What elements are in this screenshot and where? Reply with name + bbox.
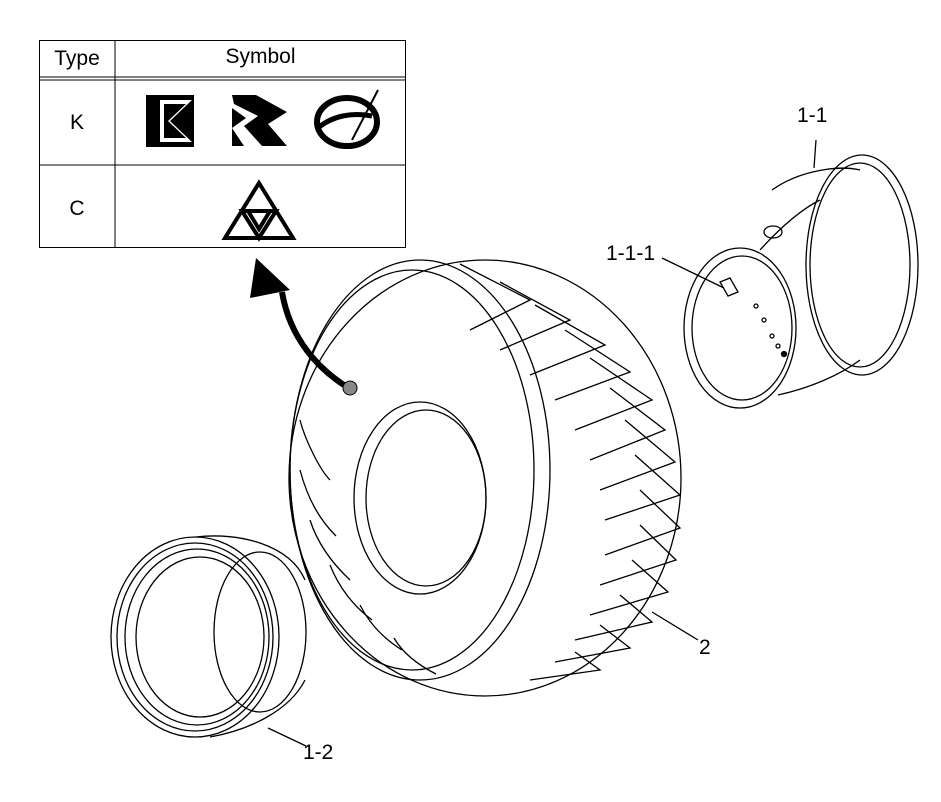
tire-drawing (288, 259, 699, 697)
table-header-type: Type (54, 47, 100, 70)
triforce-triangle-icon (221, 179, 297, 242)
valve-leader-line (661, 257, 725, 289)
callout-tire: 2 (699, 636, 711, 659)
callout-rim-inner: 1-2 (303, 741, 334, 764)
k-logo-1-icon (146, 95, 194, 147)
symbol-type-table (39, 40, 406, 248)
table-header-symbol: Symbol (225, 45, 296, 68)
callout-rim-outer: 1-1 (797, 104, 828, 127)
table-row-type-k: K (69, 111, 84, 134)
rim-outer-drawing (683, 139, 919, 409)
curved-arrow-icon (250, 258, 358, 396)
rim-inner-drawing (110, 535, 307, 747)
table-row-type-c: C (69, 197, 85, 220)
table-grid (39, 40, 406, 248)
k-logo-3-icon (314, 89, 380, 149)
k-logo-2-icon (232, 95, 287, 146)
callout-valve: 1-1-1 (606, 242, 656, 265)
